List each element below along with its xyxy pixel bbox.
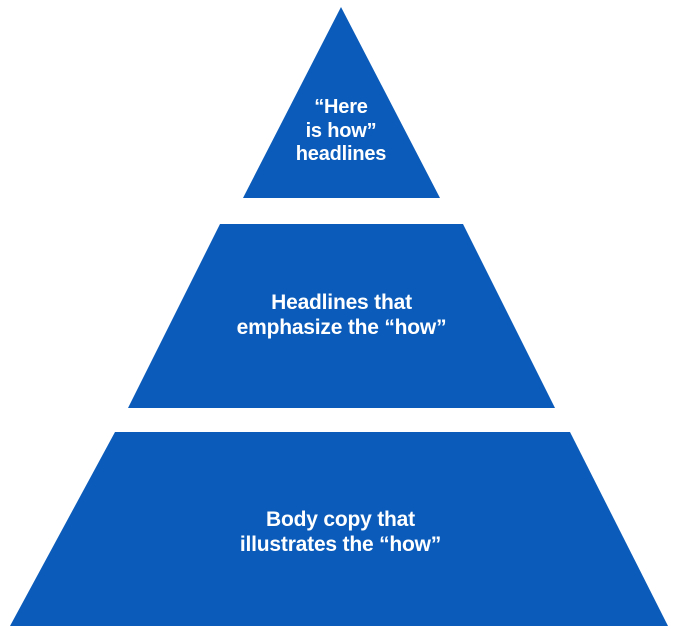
pyramid-tier-3-label: Body copy that illustrates the “how” [239, 508, 442, 556]
pyramid-tier-1-label: “Here is how” headlines [295, 96, 387, 166]
pyramid-tier-1-shape[interactable] [243, 7, 440, 198]
pyramid-tier-2-label: Headlines that emphasize the “how” [236, 291, 447, 339]
pyramid-tier-3-shape[interactable] [10, 432, 668, 626]
pyramid-tier-2-shape[interactable] [128, 224, 555, 408]
